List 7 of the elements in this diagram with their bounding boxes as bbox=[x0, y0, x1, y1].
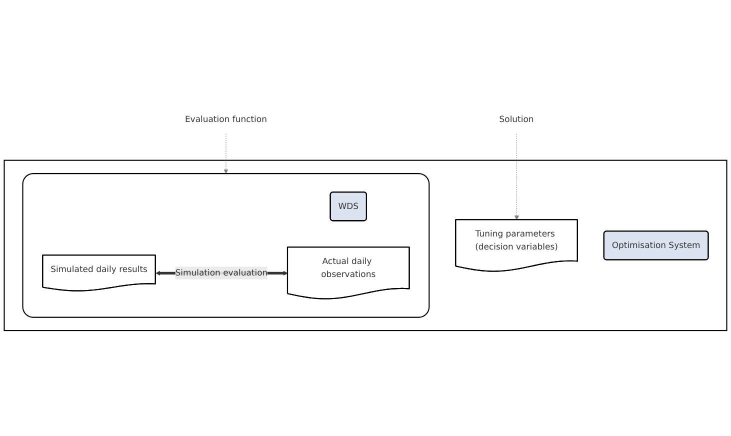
node-text: Solution bbox=[499, 114, 534, 124]
arrow bbox=[224, 134, 228, 174]
node-text: Evaluation function bbox=[184, 114, 267, 124]
cluster bbox=[4, 160, 728, 332]
edge-label: Simulation evaluation bbox=[175, 268, 268, 278]
cluster bbox=[22, 173, 430, 318]
arrow bbox=[514, 134, 520, 220]
